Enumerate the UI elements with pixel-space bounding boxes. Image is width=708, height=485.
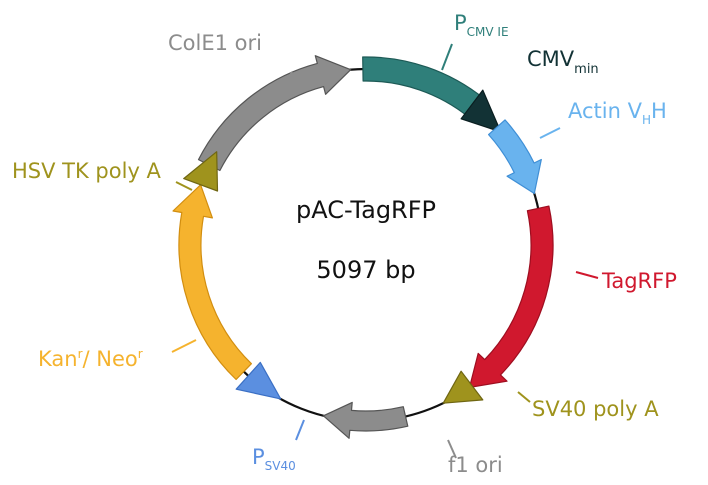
feature-hsv-tk-polya — [175, 151, 219, 192]
leader-sv40pa — [517, 391, 531, 403]
label-hsv-tk-polya: HSV TK poly A — [12, 159, 162, 183]
feature-psv40-arc — [235, 361, 282, 400]
label-cmv-min: CMVmin — [527, 47, 599, 77]
feature-f1-arc — [322, 401, 409, 439]
feature-pcmv-ie — [362, 43, 485, 119]
label-actin-vhh: Actin VHH — [568, 99, 667, 127]
plasmid-name: pAC-TagRFP — [296, 196, 436, 224]
feature-pcmv-arc — [362, 56, 485, 119]
leader-tagrfp — [575, 271, 599, 279]
feature-sv40-polya-arc — [442, 370, 484, 404]
feature-actin-arc — [488, 119, 542, 195]
label-kan-neo: Kanr/ Neor — [38, 347, 143, 371]
feature-psv40 — [235, 361, 305, 441]
feature-tagrfp-arc — [468, 205, 554, 388]
plasmid-size: 5097 bp — [316, 256, 415, 284]
feature-colE1-arc — [197, 55, 352, 172]
feature-cmv-min-arc — [460, 89, 502, 133]
feature-colE1-ori — [197, 55, 352, 172]
feature-actin-vhh — [488, 119, 561, 195]
feature-sv40-polya — [442, 370, 531, 404]
leader-colE1 — [282, 71, 293, 89]
leader-psv40 — [295, 419, 305, 441]
label-psv40: PSV40 — [252, 445, 296, 473]
label-pcmv-ie: PCMV IE — [454, 11, 509, 39]
label-f1-ori: f1 ori — [448, 453, 503, 477]
feature-hsv-tk-polya-arc — [183, 151, 219, 192]
feature-cmv-min — [460, 89, 502, 133]
leader-pcmv — [441, 43, 453, 71]
feature-kan-neo — [171, 184, 252, 381]
label-colE1-ori: ColE1 ori — [168, 31, 262, 55]
feature-f1-ori — [322, 401, 457, 459]
leader-hsvtk — [175, 181, 193, 191]
leader-actin — [539, 127, 561, 139]
leader-kan — [171, 339, 197, 353]
leader-f1 — [447, 439, 457, 459]
label-tagrfp: TagRFP — [601, 269, 677, 293]
feature-kan-arc — [172, 184, 252, 381]
feature-tagrfp — [468, 205, 599, 388]
label-sv40-polya: SV40 poly A — [532, 397, 659, 421]
